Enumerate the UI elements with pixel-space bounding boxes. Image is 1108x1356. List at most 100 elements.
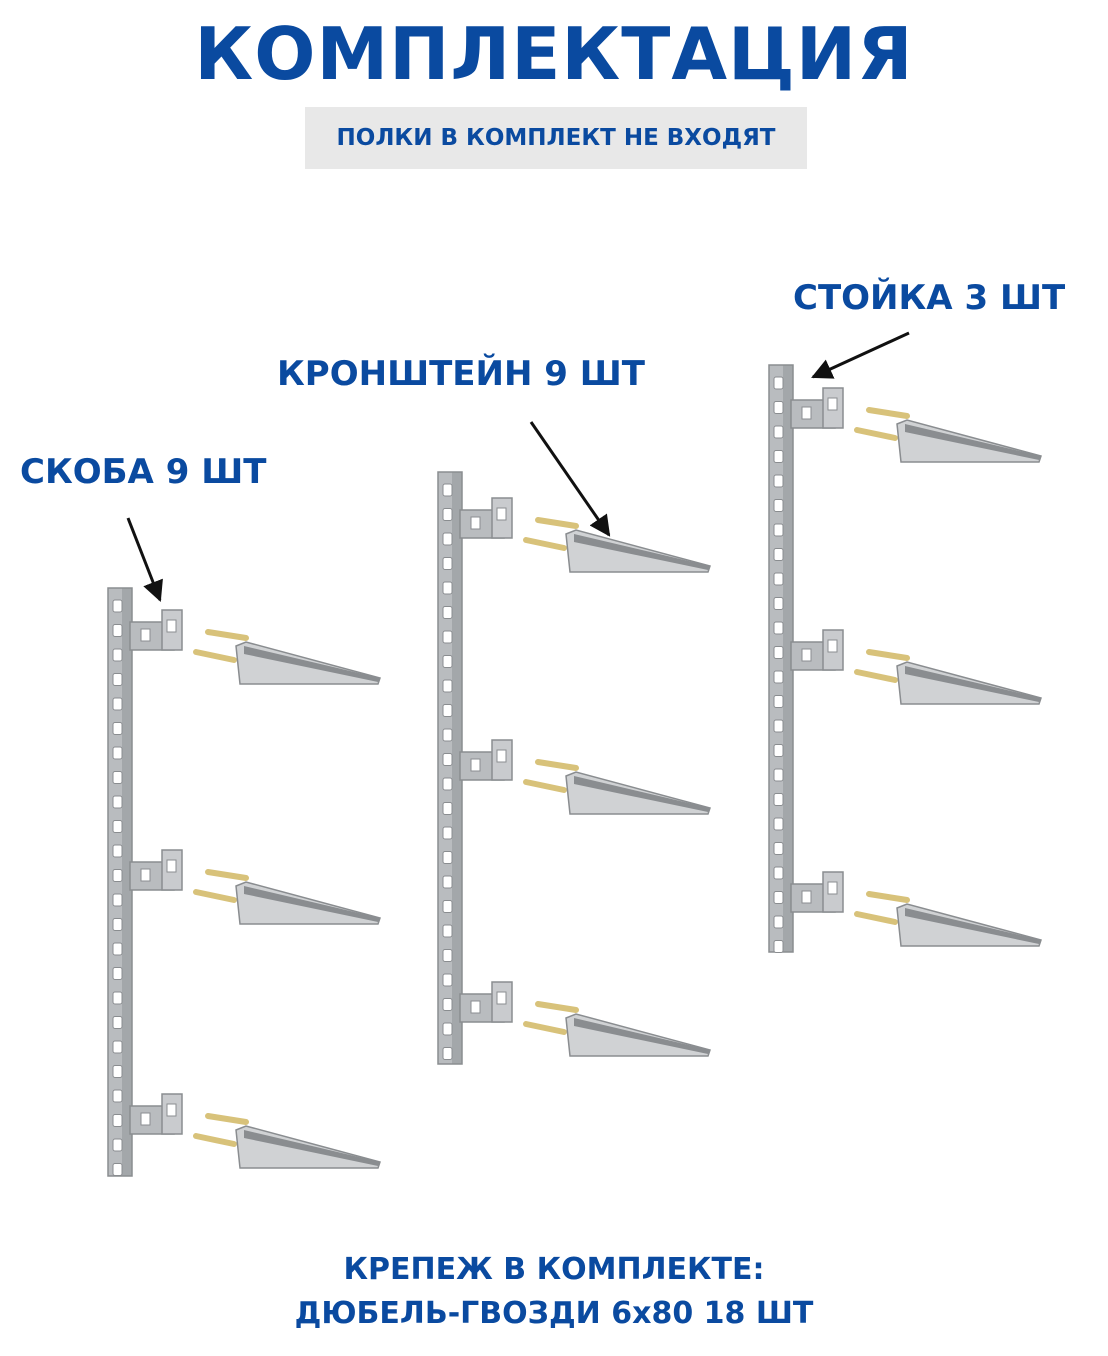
upright-side	[783, 365, 793, 952]
bracket-set	[790, 387, 1042, 463]
shelf-bracket-flange	[905, 424, 1041, 460]
upright-slot	[773, 376, 784, 390]
bracket-clip-hole	[470, 1000, 481, 1014]
upright-slot	[112, 624, 123, 637]
upright-slot	[112, 722, 123, 735]
upright-slot	[773, 817, 784, 831]
arrow-to-bracket-clip	[126, 517, 163, 602]
upright-slot	[773, 499, 784, 512]
dowel-nail	[193, 889, 237, 903]
dowel-nail	[193, 1133, 237, 1147]
bracket-clip-hole	[140, 868, 151, 882]
dowel-nail	[523, 1021, 567, 1035]
note-banner: ПОЛКИ В КОМПЛЕКТ НЕ ВХОДЯТ	[305, 107, 807, 169]
bracket-set	[790, 871, 1042, 947]
upright-slot	[112, 795, 123, 809]
upright-slot	[112, 893, 123, 907]
bracket-set	[129, 609, 381, 685]
upright-slot	[442, 851, 453, 864]
upright-slot	[442, 508, 453, 521]
upright-slot	[773, 572, 784, 586]
label-bracket-clip: СКОБА 9 ШТ	[20, 452, 267, 492]
upright-slot	[112, 1163, 123, 1176]
dowel-nail	[205, 629, 249, 641]
upright-slot	[112, 1089, 123, 1103]
arrow-to-shelf-bracket	[529, 421, 611, 537]
upright-slot	[773, 670, 784, 684]
upright-slot	[442, 777, 453, 791]
dowel-nail	[193, 649, 237, 663]
upright-slot	[112, 1138, 123, 1152]
upright-slot	[442, 1047, 453, 1060]
dowel-nail	[523, 779, 567, 793]
dowel-nail	[535, 1001, 579, 1013]
upright-slot	[442, 606, 453, 619]
dowel-nail	[854, 427, 898, 441]
upright-slot	[773, 744, 784, 757]
dowel-nail	[866, 891, 910, 903]
upright-slot	[112, 1065, 123, 1078]
upright-slot	[773, 425, 784, 439]
bracket-set	[459, 981, 711, 1057]
upright-slot	[112, 918, 123, 931]
bracket-clip-hole	[496, 991, 507, 1005]
dowel-nail	[523, 537, 567, 551]
upright-slot	[773, 548, 784, 561]
upright-slot	[112, 648, 123, 662]
upright-slot	[442, 900, 453, 913]
upright-slot	[442, 581, 453, 595]
shelf-bracket-flange	[244, 646, 380, 682]
upright-slot	[442, 483, 453, 497]
upright-slot	[112, 869, 123, 882]
upright-slot	[112, 991, 123, 1005]
bracket-set	[790, 629, 1042, 705]
upright-slot	[442, 998, 453, 1011]
bracket-clip-hole	[801, 648, 812, 662]
shelf-bracket-flange	[574, 776, 710, 812]
fasteners-line-1: КРЕПЕЖ В КОМПЛЕКТЕ:	[343, 1252, 765, 1287]
upright-slot	[112, 1016, 123, 1029]
upright-slot	[442, 655, 453, 668]
dowel-nail	[205, 869, 249, 881]
upright-slot	[112, 1040, 123, 1054]
upright-slot	[773, 891, 784, 904]
bracket-clip-hole	[827, 397, 838, 411]
upright-slot	[773, 474, 784, 488]
upright-slot	[442, 802, 453, 815]
upright-slot	[442, 728, 453, 742]
upright-slot	[773, 866, 784, 880]
upright-slot	[773, 401, 784, 414]
label-upright: СТОЙКА 3 ШТ	[793, 278, 1066, 318]
upright-slot	[442, 826, 453, 840]
shelf-bracket-flange	[574, 534, 710, 570]
upright-slot	[773, 450, 784, 463]
upright-slot	[773, 915, 784, 929]
upright-slot	[112, 771, 123, 784]
shelf-bracket-flange	[244, 886, 380, 922]
upright-slot	[773, 940, 784, 953]
dowel-nail	[854, 669, 898, 683]
upright-slot	[112, 967, 123, 980]
label-shelf-bracket: КРОНШТЕЙН 9 ШТ	[277, 354, 645, 394]
bracket-clip-hole	[801, 406, 812, 420]
upright-slot	[773, 646, 784, 659]
dowel-nail	[535, 759, 579, 771]
bracket-clip-hole	[166, 619, 177, 633]
shelf-bracket-flange	[905, 908, 1041, 944]
bracket-clip-hole	[166, 859, 177, 873]
shelf-bracket-flange	[574, 1018, 710, 1054]
upright-slot	[112, 697, 123, 711]
upright-slot	[773, 695, 784, 708]
arrow-to-upright	[811, 331, 910, 379]
bracket-clip-hole	[827, 639, 838, 653]
dowel-nail	[854, 911, 898, 925]
upright-slot	[112, 844, 123, 858]
upright-slot	[442, 557, 453, 570]
dowel-nail	[866, 649, 910, 661]
bracket-clip-hole	[140, 1112, 151, 1126]
bracket-clip-hole	[470, 758, 481, 772]
upright-slot	[442, 679, 453, 693]
upright-slot	[112, 599, 123, 613]
upright-slot	[442, 753, 453, 766]
